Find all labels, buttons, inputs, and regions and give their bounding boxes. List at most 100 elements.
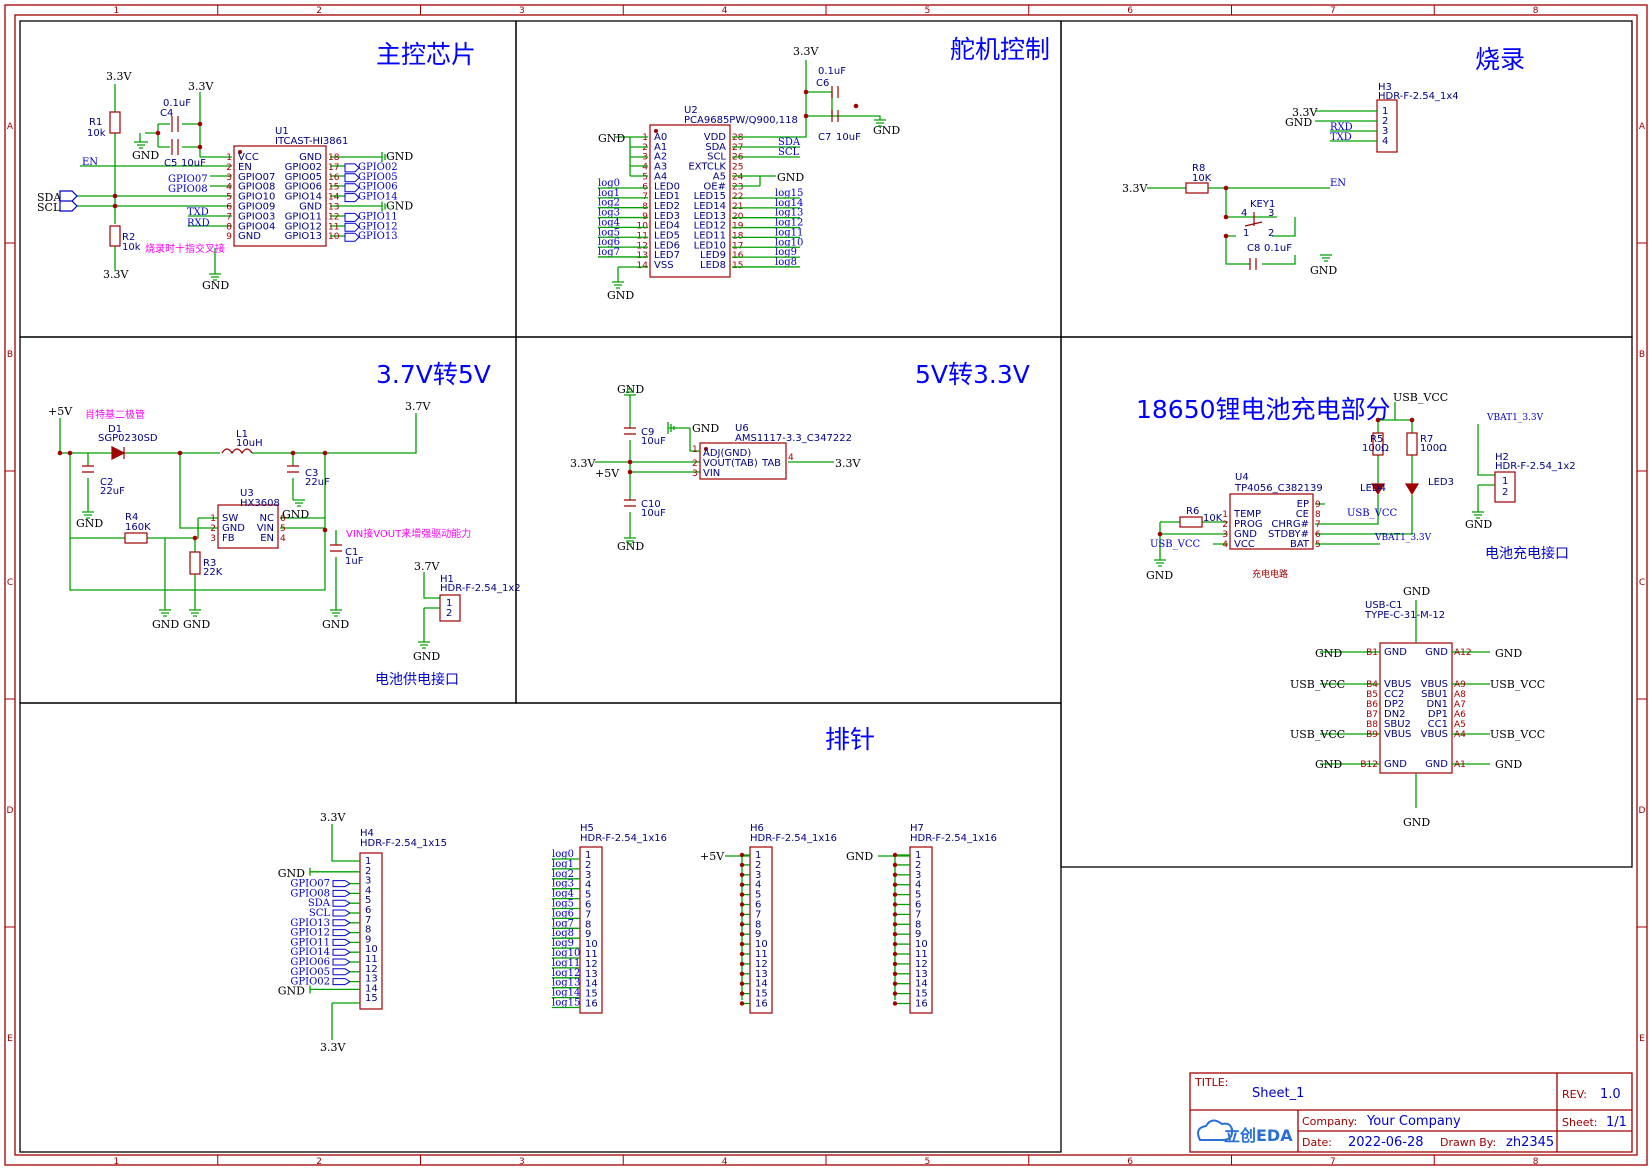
tb-title: Sheet_1 — [1252, 1086, 1304, 1101]
r2-resistor — [109, 225, 121, 247]
pin-name: CHRG# — [1271, 519, 1309, 530]
key1-pin4: 4 — [1241, 208, 1247, 219]
servo-scl: SCL — [778, 147, 800, 158]
ldo-gnd-bot: GND — [617, 540, 644, 553]
header-pin-number: 1 — [755, 850, 761, 861]
u3-ref: U3 — [240, 488, 254, 499]
pin-name: EXTCLK — [688, 162, 726, 173]
u2-log-label: log4 — [598, 217, 620, 228]
usbc-gnd-l1: GND — [1315, 647, 1342, 660]
pin-name: VCC — [1234, 539, 1255, 550]
boost-gnd-c1: GND — [322, 618, 349, 631]
pin-number: A8 — [1454, 690, 1466, 700]
u3-name: HX3608 — [240, 498, 280, 509]
h1-gnd: GND — [413, 650, 440, 663]
ruler-col-bottom: 1 — [114, 1157, 120, 1167]
h5-net-label: log11 — [552, 958, 580, 969]
h4-pins: 123456789101112131415GNDGPIO07GPIO08SDAS… — [278, 856, 378, 1004]
ruler-row-right: D — [1639, 806, 1646, 816]
u1-ref: U1 — [275, 126, 289, 137]
ldo-capacitors — [624, 427, 636, 507]
header-pin-number: 2 — [755, 860, 761, 871]
c7-ref: C7 — [818, 132, 831, 143]
u1-chip — [233, 145, 327, 247]
ruler-row-left: C — [7, 578, 13, 588]
c3-ref: C3 — [305, 468, 318, 479]
servo-gnd-a: GND — [598, 132, 625, 145]
pin-name: LED15 — [694, 191, 726, 202]
pin-number: 5 — [1315, 540, 1321, 550]
ruler-col-bottom: 8 — [1533, 1157, 1539, 1167]
pin-number: 25 — [732, 163, 743, 173]
ruler-col-top: 4 — [722, 6, 728, 16]
header-pin-number: 10 — [915, 939, 928, 950]
header-pin-number: 3 — [365, 876, 371, 887]
pin-name: GPIO13 — [285, 231, 322, 242]
section-title-mcu: 主控芯片 — [376, 40, 476, 69]
pin-name: VBUS — [1421, 679, 1448, 690]
pin-name: SBU1 — [1421, 689, 1448, 700]
h5-net-label: log12 — [552, 968, 580, 979]
header-pin-number: 14 — [585, 979, 598, 990]
tb-drawn: zh2345 — [1506, 1135, 1554, 1150]
h2-header — [1494, 471, 1516, 503]
pin-number: A9 — [1454, 680, 1466, 690]
h3-pin-number: 4 — [1382, 136, 1388, 147]
header-pin-number: 16 — [755, 999, 768, 1010]
h5-net-label: log9 — [552, 938, 574, 949]
pin-name: OE# — [703, 181, 726, 192]
logo-cloud-icon — [1197, 1119, 1234, 1141]
usbc-name: TYPE-C-31-M-12 — [1364, 610, 1445, 621]
pin-number: 17 — [328, 163, 339, 173]
h4-net-label: GPIO11 — [290, 937, 330, 948]
header-pin-number: 13 — [915, 969, 928, 980]
header-pin-number: 10 — [365, 944, 378, 955]
pin-number: 13 — [328, 203, 339, 213]
c1-value: 1uF — [345, 556, 364, 567]
h7-ref: H7 — [910, 823, 924, 834]
pin-number: B4 — [1366, 680, 1378, 690]
pin-name: A3 — [654, 162, 667, 173]
pin-name: GPIO14 — [285, 192, 322, 203]
r7-value: 100Ω — [1420, 443, 1447, 454]
pin-number: 8 — [226, 222, 232, 232]
ruler-row-right: C — [1639, 578, 1645, 588]
u1-right-nets: GNDGPIO02GPIO05GPIO06GPIO14GNDGPIO11GPIO… — [344, 150, 413, 242]
header-pin-number: 14 — [755, 979, 768, 990]
c8-ref: C8 — [1247, 243, 1260, 254]
pin-number: 20 — [732, 212, 744, 222]
pin-name: NC — [260, 513, 274, 524]
c8-value: 0.1uF — [1264, 243, 1292, 254]
h3-name: HDR-F-2.54_1x4 — [1378, 91, 1459, 102]
r5-resistor — [1372, 432, 1384, 456]
header-pin-number: 13 — [585, 969, 598, 980]
pin-name: EN — [238, 162, 252, 173]
burn-gnd-c8: GND — [1310, 264, 1337, 277]
pin-name: LED12 — [694, 221, 726, 232]
pin-number: B8 — [1366, 720, 1378, 730]
u1-net-label: GPIO11 — [358, 211, 398, 222]
pin-name: LED1 — [654, 191, 680, 202]
pin-number: 7 — [226, 212, 232, 222]
pin-name: GPIO02 — [285, 162, 322, 173]
section-title-servo: 舵机控制 — [950, 35, 1050, 64]
tb-company: Your Company — [1366, 1114, 1461, 1129]
pin-name: GND — [238, 231, 261, 242]
pin-name: VBUS — [1421, 729, 1448, 740]
h5-net-label: log15 — [552, 998, 580, 1009]
h3-ref: H3 — [1378, 82, 1392, 93]
c5-ref: C5 — [164, 158, 177, 169]
pin-name: LED5 — [654, 231, 680, 242]
boost-vout: 3.7V — [405, 400, 431, 413]
pin-number: A1 — [1454, 760, 1466, 770]
pin-number: 3 — [642, 153, 648, 163]
header-pin-number: 6 — [755, 900, 761, 911]
c6-value: 0.1uF — [818, 66, 846, 77]
u6-pin-vout: VOUT(TAB) — [703, 458, 758, 469]
header-pin-number: 7 — [755, 909, 761, 920]
pin-name: DN2 — [1384, 709, 1406, 720]
